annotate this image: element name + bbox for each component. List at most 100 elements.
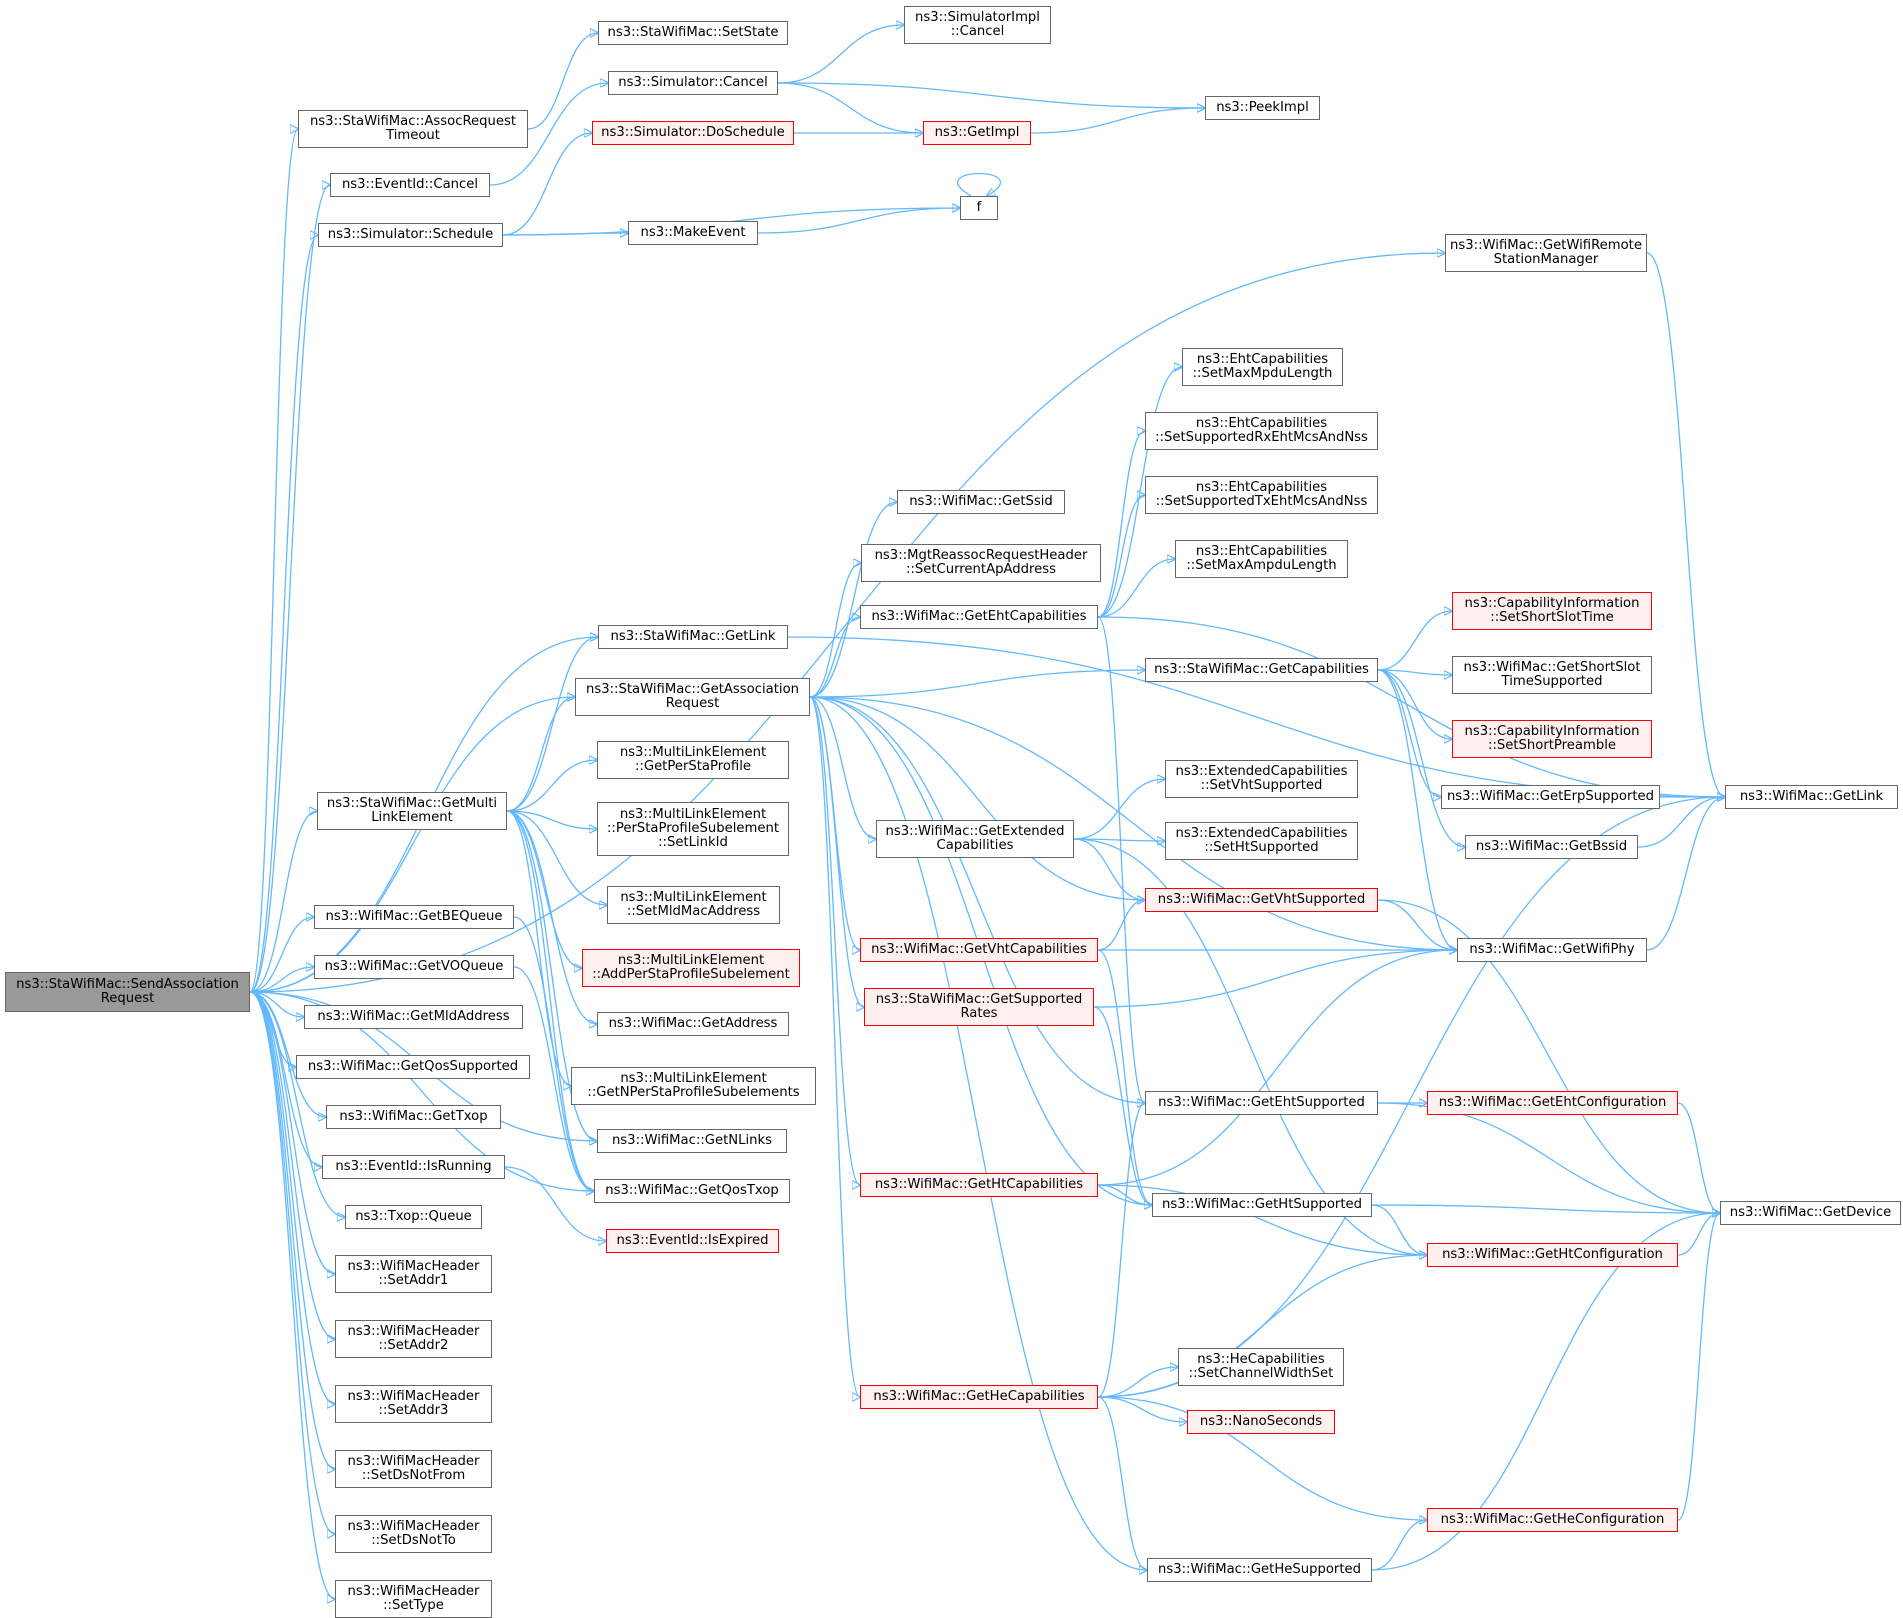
graph-node[interactable]: ns3::MultiLinkElement::GetNPerStaProfile… xyxy=(571,1067,816,1105)
node-label-line: ::SetType xyxy=(383,1598,444,1613)
graph-node[interactable]: ns3::WifiMac::GetHtConfiguration xyxy=(1427,1243,1678,1267)
node-label-line: ns3::WifiMac::GetQosTxop xyxy=(605,1183,779,1198)
graph-node[interactable]: ns3::WifiMac::GetVhtCapabilities xyxy=(860,938,1098,962)
graph-node[interactable]: ns3::MultiLinkElement::PerStaProfileSube… xyxy=(597,802,789,856)
graph-node[interactable]: ns3::EhtCapabilities::SetSupportedRxEhtM… xyxy=(1145,412,1378,450)
graph-node[interactable]: ns3::WifiMac::GetVOQueue xyxy=(314,955,514,979)
call-edge xyxy=(502,133,592,236)
node-label-line: ::SetAddr2 xyxy=(378,1338,449,1353)
graph-node[interactable]: ns3::WifiMac::GetLink xyxy=(1725,785,1898,809)
graph-node[interactable]: ns3::MakeEvent xyxy=(628,221,758,245)
graph-node[interactable]: ns3::WifiMac::GetMldAddress xyxy=(304,1005,523,1029)
graph-node[interactable]: ns3::Simulator::Schedule xyxy=(318,223,503,247)
graph-node[interactable]: ns3::WifiMac::GetHtSupported xyxy=(1152,1193,1372,1217)
node-label-line: ns3::WifiMac::GetSsid xyxy=(909,494,1053,509)
graph-node[interactable]: ns3::SimulatorImpl::Cancel xyxy=(904,6,1051,44)
graph-node[interactable]: ns3::EhtCapabilities::SetMaxAmpduLength xyxy=(1175,540,1348,578)
node-label-line: ns3::WifiMacHeader xyxy=(347,1584,480,1599)
node-label-line: ::SetSupportedRxEhtMcsAndNss xyxy=(1155,430,1368,445)
graph-node[interactable]: ns3::WifiMacHeader::SetDsNotTo xyxy=(335,1515,492,1553)
node-label-line: ns3::WifiMacHeader xyxy=(347,1389,480,1404)
call-edge xyxy=(1097,1103,1145,1398)
call-edge xyxy=(809,696,1457,950)
graph-node[interactable]: ns3::WifiMac::GetErpSupported xyxy=(1441,785,1660,809)
graph-node[interactable]: ns3::PeekImpl xyxy=(1205,96,1320,120)
graph-node[interactable]: ns3::WifiMac::GetEhtSupported xyxy=(1145,1091,1378,1115)
call-edge xyxy=(249,991,335,1339)
graph-node[interactable]: ns3::EventId::IsRunning xyxy=(322,1155,505,1179)
graph-node[interactable]: ns3::EventId::IsExpired xyxy=(606,1229,779,1253)
node-label-line: ns3::StaWifiMac::SetState xyxy=(607,25,779,40)
node-label-line: ns3::Simulator::Schedule xyxy=(327,227,494,242)
node-label-line: ns3::WifiMac::GetVOQueue xyxy=(324,959,504,974)
graph-node[interactable]: ns3::MultiLinkElement::AddPerStaProfileS… xyxy=(582,949,800,987)
graph-node[interactable]: ns3::WifiMac::GetEhtConfiguration xyxy=(1427,1091,1678,1115)
graph-node[interactable]: ns3::WifiMac::GetEhtCapabilities xyxy=(860,605,1098,629)
graph-node[interactable]: ns3::MultiLinkElement::SetMldMacAddress xyxy=(607,886,780,924)
graph-node[interactable]: ns3::StaWifiMac::GetLink xyxy=(598,625,788,649)
node-label-line: ns3::WifiMac::GetDevice xyxy=(1729,1205,1892,1220)
graph-node[interactable]: ns3::WifiMac::GetSsid xyxy=(897,490,1065,514)
graph-node[interactable]: ns3::WifiMac::GetQosSupported xyxy=(296,1055,530,1079)
graph-node[interactable]: ns3::WifiMac::GetBssid xyxy=(1465,835,1638,859)
graph-node[interactable]: ns3::StaWifiMac::GetCapabilities xyxy=(1145,658,1378,682)
node-label-line: ns3::MgtReassocRequestHeader xyxy=(874,548,1088,563)
call-edge xyxy=(809,502,897,698)
call-edge xyxy=(1097,559,1175,618)
graph-node[interactable]: ns3::WifiMacHeader::SetAddr3 xyxy=(335,1385,492,1423)
graph-node[interactable]: ns3::ExtendedCapabilities::SetHtSupporte… xyxy=(1165,822,1358,860)
graph-node[interactable]: ns3::HeCapabilities::SetChannelWidthSet xyxy=(1178,1348,1344,1386)
graph-node[interactable]: ns3::WifiMacHeader::SetAddr1 xyxy=(335,1255,492,1293)
graph-node[interactable]: ns3::WifiMac::GetHeConfiguration xyxy=(1427,1508,1678,1532)
graph-node[interactable]: ns3::WifiMacHeader::SetType xyxy=(335,1580,492,1618)
node-label-line: ns3::NanoSeconds xyxy=(1199,1414,1323,1429)
graph-node[interactable]: ns3::WifiMacHeader::SetAddr2 xyxy=(335,1320,492,1358)
node-label-line: ns3::MultiLinkElement xyxy=(619,745,767,760)
graph-node[interactable]: ns3::WifiMac::GetBEQueue xyxy=(314,905,514,929)
node-label-line: ::SetDsNotFrom xyxy=(361,1468,466,1483)
graph-node[interactable]: ns3::WifiMac::GetTxop xyxy=(326,1105,501,1129)
node-label-line: ns3::CapabilityInformation xyxy=(1464,596,1640,611)
graph-node[interactable]: ns3::WifiMac::GetHeSupported xyxy=(1147,1558,1372,1582)
call-edge xyxy=(1073,779,1165,840)
graph-node[interactable]: ns3::WifiMac::GetDevice xyxy=(1720,1201,1901,1225)
graph-node[interactable]: ns3::Simulator::DoSchedule xyxy=(592,121,794,145)
graph-node[interactable]: ns3::WifiMac::GetHeCapabilities xyxy=(860,1385,1098,1409)
graph-node[interactable]: ns3::WifiMac::GetQosTxop xyxy=(594,1179,790,1203)
graph-node[interactable]: ns3::WifiMac::GetWifiPhy xyxy=(1457,938,1647,962)
graph-node[interactable]: ns3::StaWifiMac::SetState xyxy=(598,21,788,45)
graph-node[interactable]: ns3::Txop::Queue xyxy=(345,1205,482,1229)
graph-node[interactable]: ns3::WifiMac::GetAddress xyxy=(597,1012,789,1036)
graph-node[interactable]: ns3::WifiMac::GetVhtSupported xyxy=(1145,888,1378,912)
graph-node[interactable]: ns3::CapabilityInformation::SetShortPrea… xyxy=(1452,720,1652,758)
graph-node[interactable]: ns3::NanoSeconds xyxy=(1187,1410,1335,1434)
graph-node[interactable]: ns3::WifiMacHeader::SetDsNotFrom xyxy=(335,1450,492,1488)
graph-node[interactable]: ns3::GetImpl xyxy=(923,121,1031,145)
graph-node[interactable]: ns3::CapabilityInformation::SetShortSlot… xyxy=(1452,592,1652,630)
graph-node[interactable]: ns3::WifiMac::GetHtCapabilities xyxy=(860,1173,1098,1197)
graph-node[interactable]: f xyxy=(960,196,998,220)
call-edge xyxy=(809,696,860,1185)
call-edge xyxy=(513,966,594,1191)
graph-node[interactable]: ns3::WifiMac::GetNLinks xyxy=(597,1129,787,1153)
graph-node[interactable]: ns3::EhtCapabilities::SetSupportedTxEhtM… xyxy=(1145,476,1378,514)
graph-node[interactable]: ns3::Simulator::Cancel xyxy=(608,71,778,95)
node-label-line: ns3::WifiMac::GetHtCapabilities xyxy=(874,1177,1084,1192)
call-edge xyxy=(1093,950,1457,1008)
node-label-line: ns3::Txop::Queue xyxy=(355,1209,472,1224)
graph-node[interactable]: ns3::MultiLinkElement::GetPerStaProfile xyxy=(597,741,789,779)
graph-node[interactable]: ns3::EhtCapabilities::SetMaxMpduLength xyxy=(1182,348,1343,386)
graph-node[interactable]: ns3::EventId::Cancel xyxy=(330,173,490,197)
node-label-line: ns3::WifiMacHeader xyxy=(347,1454,480,1469)
graph-node[interactable]: ns3::ExtendedCapabilities::SetVhtSupport… xyxy=(1165,760,1358,798)
graph-node[interactable]: ns3::MgtReassocRequestHeader::SetCurrent… xyxy=(861,544,1101,582)
call-edge xyxy=(504,1166,606,1241)
